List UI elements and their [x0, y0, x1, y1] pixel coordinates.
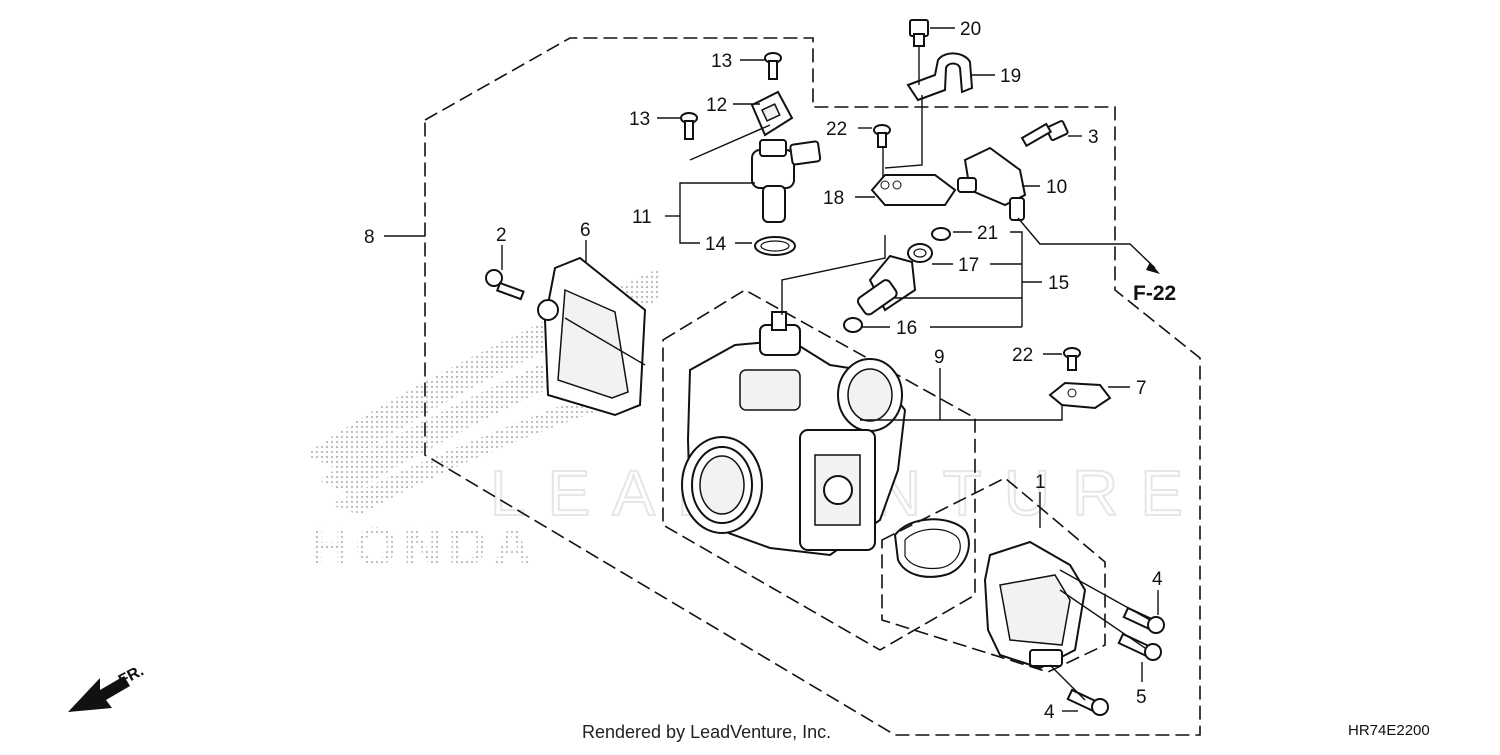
callout-3: 3: [1088, 127, 1099, 148]
reference-f-22: F-22: [1133, 282, 1176, 305]
front-direction-arrow: FR.: [68, 662, 147, 712]
svg-text:HONDA: HONDA: [310, 517, 538, 577]
callout-16: 16: [896, 318, 917, 339]
o-ring-21: [931, 227, 951, 241]
gasket: [893, 518, 970, 578]
bracket-12: [750, 90, 794, 137]
callout-9: 9: [934, 347, 945, 368]
callout-22-top: 22: [826, 119, 847, 140]
callout-labels: 1 2 3 4 4 5 6 7 8 9 10 11 12 13 13 14 15…: [364, 19, 1163, 723]
callout-5: 5: [1136, 687, 1147, 708]
callout-13-left: 13: [629, 109, 650, 130]
callout-22-right: 22: [1012, 345, 1033, 366]
bracket-7: [1048, 381, 1112, 410]
callout-14: 14: [705, 234, 727, 255]
throttle-body: [681, 311, 907, 557]
bolt-20: [909, 19, 929, 47]
screw-22-top: [873, 124, 891, 148]
callout-2: 2: [496, 225, 507, 246]
callout-6: 6: [580, 220, 591, 241]
cap-17: [907, 243, 933, 263]
callout-4-bottom: 4: [1044, 702, 1055, 723]
callout-11: 11: [632, 207, 652, 228]
callout-13-top: 13: [711, 51, 732, 72]
clamp-19: [906, 52, 974, 102]
callout-15: 15: [1048, 273, 1069, 294]
footer-credit: Rendered by LeadVenture, Inc.: [582, 722, 831, 742]
diagram-code: HR74E2200: [1348, 722, 1430, 739]
screw-4-bottom: [1066, 688, 1109, 716]
seal-16: [843, 317, 863, 333]
callout-8: 8: [364, 227, 375, 248]
screw-22-right: [1063, 347, 1081, 371]
callout-21: 21: [977, 223, 998, 244]
callout-1: 1: [1035, 472, 1046, 493]
callout-20: 20: [960, 19, 981, 40]
assembly-1-boundary: [881, 477, 1106, 673]
callout-18: 18: [823, 188, 844, 209]
assembly-8-boundary: [424, 37, 1201, 736]
bolt-3: [1020, 120, 1069, 148]
callout-7: 7: [1136, 378, 1147, 399]
screw-2: [485, 269, 525, 301]
callout-17: 17: [958, 255, 979, 276]
cover: [537, 256, 647, 417]
screw-13-left: [680, 112, 698, 140]
sensor-assembly-1: [983, 540, 1087, 670]
leader-lines: [384, 27, 1160, 712]
callout-4-right: 4: [1152, 569, 1163, 590]
screw-4-right: [1122, 606, 1165, 634]
screw-5: [1117, 632, 1162, 661]
injector-15: [856, 254, 917, 316]
sensor-11: [751, 139, 822, 223]
plate-18: [870, 174, 957, 206]
callout-12: 12: [706, 95, 727, 116]
screw-13-top: [764, 52, 782, 80]
callout-19: 19: [1000, 66, 1021, 87]
sensor-10: [957, 146, 1027, 221]
callout-10: 10: [1046, 177, 1067, 198]
